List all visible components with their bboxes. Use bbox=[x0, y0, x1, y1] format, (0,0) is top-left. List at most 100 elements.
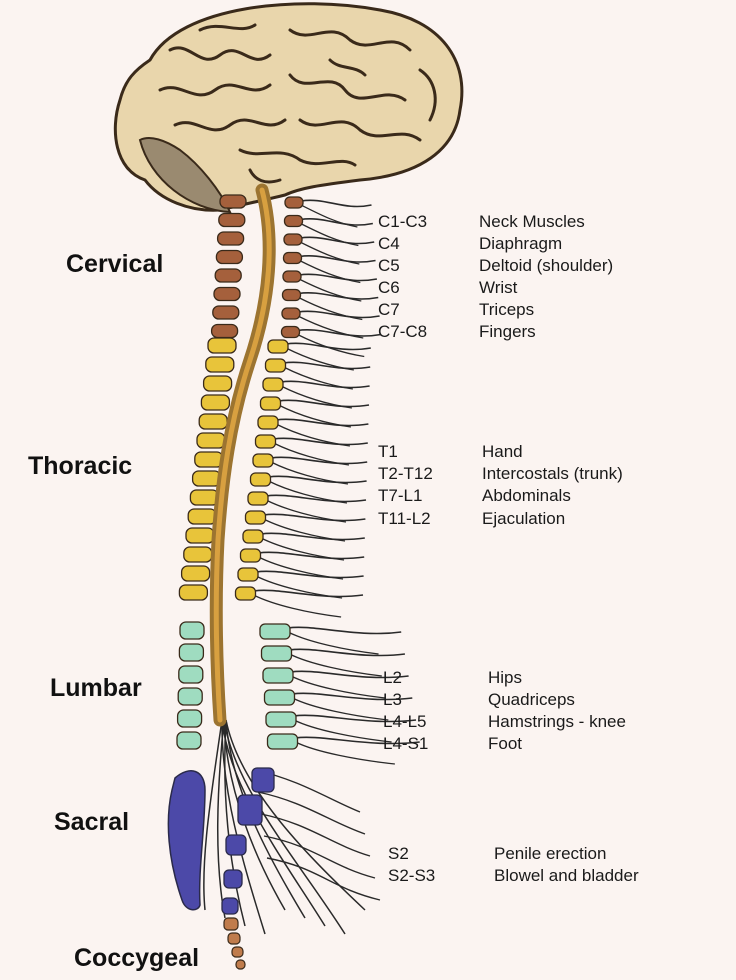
spinal-nerve bbox=[273, 437, 368, 446]
thoracic-vertebral-process bbox=[237, 567, 259, 582]
cauda-equina-nerve bbox=[223, 719, 346, 935]
innervation-row: C5 Deltoid (shoulder) bbox=[378, 255, 678, 277]
spinal-nerve bbox=[273, 442, 350, 466]
spinal-nerve bbox=[255, 570, 364, 579]
coccygeal-segment bbox=[235, 959, 246, 970]
lumbar-vertebral-process bbox=[259, 623, 291, 640]
thoracic-vertebral-process bbox=[234, 586, 257, 601]
spinal-level: C5 bbox=[378, 256, 400, 275]
spinal-nerve bbox=[298, 292, 379, 300]
spinal-nerve bbox=[268, 480, 348, 504]
spinal-nerve bbox=[278, 399, 370, 408]
spinal-level: L4-L5 bbox=[383, 712, 427, 731]
spinal-nerve bbox=[270, 461, 349, 485]
muscle-function: Penile erection bbox=[494, 844, 607, 863]
spinal-nerve bbox=[253, 594, 342, 618]
muscle-function: Foot bbox=[488, 734, 523, 753]
region-label-thoracic: Thoracic bbox=[28, 452, 133, 480]
muscle-function: Abdominals bbox=[482, 486, 571, 505]
cauda-equina-nerve bbox=[221, 719, 326, 927]
spinal-nerve bbox=[285, 342, 371, 351]
thoracic-vertebral-body bbox=[189, 489, 220, 506]
spinal-nerve bbox=[287, 626, 402, 635]
spinal-level: T2-T12 bbox=[378, 464, 433, 483]
thoracic-vertebral-body bbox=[180, 565, 211, 582]
muscle-function: Wrist bbox=[479, 278, 518, 297]
thoracic-vertebral-process bbox=[247, 491, 269, 506]
spinal-level: L2 bbox=[383, 668, 402, 687]
innervation-row: C7-C8 Fingers bbox=[378, 321, 678, 343]
thoracic-vertebral-process bbox=[242, 529, 264, 544]
thoracic-vertebral-process bbox=[239, 548, 262, 563]
spinal-nerve bbox=[263, 513, 366, 522]
cervical-vertebral-process bbox=[280, 325, 301, 339]
spinal-nerve bbox=[280, 385, 352, 409]
lumbar-vertebral-body bbox=[176, 709, 203, 728]
cauda-equina-nerve bbox=[221, 719, 266, 935]
sacral-nerve bbox=[260, 813, 371, 857]
thoracic-vertebral-body bbox=[187, 508, 217, 525]
spinal-nerve bbox=[299, 259, 361, 284]
thoracic-vertebral-process bbox=[254, 434, 277, 449]
innervation-row: C1-C3 Neck Muscles bbox=[378, 211, 678, 233]
spinal-nerve bbox=[295, 741, 395, 765]
innervation-row: L3 Quadriceps bbox=[383, 689, 683, 711]
sacrum bbox=[167, 770, 206, 911]
spinal-nerve bbox=[300, 199, 372, 208]
spinal-nerve bbox=[268, 475, 367, 484]
cervical-vertebral-body bbox=[210, 323, 239, 339]
spinal-nerve bbox=[292, 692, 413, 701]
cervical-vertebral-process bbox=[284, 196, 304, 209]
thoracic-vertebral-process bbox=[252, 453, 274, 468]
sacral-nerve bbox=[257, 791, 366, 835]
innervation-row: T11-L2 Ejaculation bbox=[378, 508, 678, 530]
cervical-vertebral-process bbox=[282, 270, 302, 283]
lumbar-vertebral-process bbox=[260, 645, 293, 662]
cervical-vertebral-body bbox=[212, 305, 240, 320]
spinal-nerves bbox=[203, 199, 420, 935]
thoracic-vertebral-body bbox=[178, 584, 209, 601]
innervation-row: T1 Hand bbox=[378, 441, 678, 463]
region-label-coccygeal: Coccygeal bbox=[74, 944, 200, 972]
spinal-level: L3 bbox=[383, 690, 402, 709]
spinal-nerve bbox=[283, 366, 353, 390]
lumbar-vertebral-body bbox=[178, 643, 205, 662]
lumbar-vertebral-process bbox=[265, 711, 297, 728]
cervical-vertebral-process bbox=[282, 251, 303, 265]
cervical-vertebral-process bbox=[281, 307, 301, 320]
cauda-equina-nerve bbox=[224, 719, 246, 927]
thoracic-vertebral-body bbox=[196, 432, 226, 449]
muscle-function: Triceps bbox=[479, 300, 535, 319]
spinal-nerve bbox=[275, 418, 369, 427]
spinal-nerve bbox=[255, 575, 343, 599]
thoracic-vertebral-body bbox=[185, 527, 215, 544]
spinal-level: T1 bbox=[378, 442, 398, 461]
cervical-vertebral-body bbox=[216, 231, 245, 246]
sacral-segment bbox=[225, 834, 247, 856]
thoracic-vertebral-body bbox=[200, 394, 231, 411]
cauda-equina-nerve bbox=[203, 719, 223, 911]
lumbar-vertebral-process bbox=[266, 733, 299, 750]
muscle-function: Hips bbox=[488, 668, 523, 687]
spinal-nerve bbox=[300, 204, 358, 228]
muscle-function: Intercostals (trunk) bbox=[482, 464, 623, 483]
spinal-nerve bbox=[263, 518, 346, 542]
spinal-cord-core bbox=[213, 187, 272, 723]
spinal-nerve bbox=[289, 648, 406, 657]
thoracic-vertebral-body bbox=[191, 470, 222, 487]
muscle-function: Quadriceps bbox=[488, 690, 575, 709]
muscle-function: Fingers bbox=[479, 322, 536, 341]
spinal-nerve bbox=[260, 532, 365, 541]
thoracic-vertebral-body bbox=[207, 337, 237, 354]
region-label-cervical: Cervical bbox=[66, 250, 164, 278]
region-label-sacral: Sacral bbox=[54, 808, 130, 836]
spinal-nerve bbox=[299, 236, 375, 245]
spinal-nerve bbox=[300, 217, 374, 226]
lumbar-vertebral-body bbox=[177, 687, 203, 706]
innervation-row: L4-S1 Foot bbox=[383, 733, 683, 755]
innervation-row: T7-L1 Abdominals bbox=[378, 485, 678, 507]
spinal-nerve bbox=[289, 653, 382, 677]
thoracic-vertebral-process bbox=[244, 510, 267, 525]
